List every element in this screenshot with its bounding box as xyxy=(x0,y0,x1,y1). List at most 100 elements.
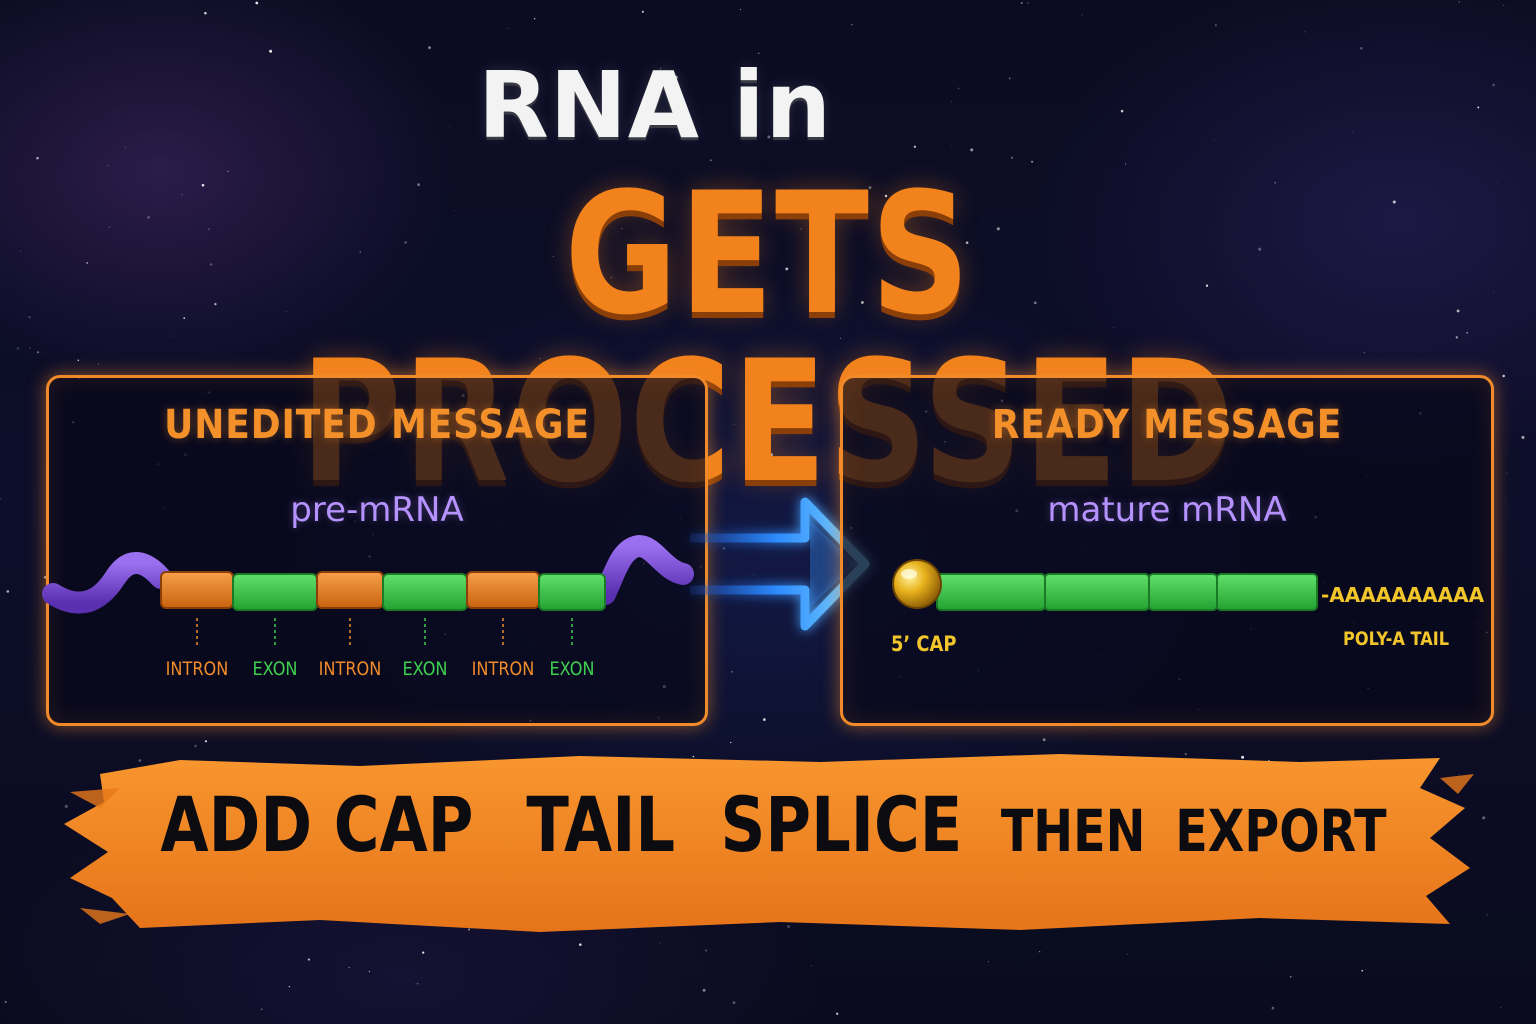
star xyxy=(423,360,425,362)
star xyxy=(595,254,597,257)
star xyxy=(861,301,864,304)
star xyxy=(4,1000,7,1004)
mature-exon-4 xyxy=(1216,573,1318,611)
five-prime-tail-left xyxy=(42,552,172,614)
star xyxy=(1125,163,1127,165)
pre-mrna-exon-segment-4 xyxy=(382,573,468,611)
mature-exon-1 xyxy=(936,573,1046,611)
star xyxy=(64,804,68,808)
star xyxy=(1184,752,1188,756)
star xyxy=(769,453,773,457)
star xyxy=(1392,200,1396,204)
star xyxy=(359,251,362,253)
star xyxy=(987,961,989,963)
star xyxy=(29,347,31,349)
star xyxy=(749,418,752,421)
pre-mrna-intron-label-1: INTRON xyxy=(165,658,229,680)
mature-mrna-panel: READY MESSAGE mature mRNA 5’ CAP xyxy=(840,375,1494,726)
star xyxy=(138,759,142,762)
star xyxy=(1008,77,1011,80)
poly-a-sequence: -AAAAAAAAAA xyxy=(1321,583,1485,607)
star xyxy=(260,1008,263,1011)
star xyxy=(1205,284,1209,287)
pre-mrna-exon-segment-2 xyxy=(232,573,318,611)
star xyxy=(1503,4,1505,6)
star xyxy=(43,576,47,579)
star xyxy=(1126,953,1128,955)
star xyxy=(1081,14,1083,16)
star xyxy=(16,347,20,350)
star xyxy=(610,290,611,291)
star xyxy=(125,146,126,148)
star xyxy=(422,951,425,954)
star xyxy=(417,183,420,187)
star xyxy=(719,450,722,453)
star xyxy=(733,424,735,425)
star xyxy=(1361,969,1363,972)
pre-mrna-intron-segment-5 xyxy=(466,571,540,609)
star xyxy=(36,351,40,354)
star xyxy=(722,547,726,550)
star xyxy=(147,216,150,219)
star xyxy=(1120,109,1124,113)
star xyxy=(913,145,917,148)
star xyxy=(269,49,273,53)
banner-text: ADD CAP TAIL SPLICE THEN EXPORT xyxy=(0,780,1536,869)
pre-mrna-exon-label-2: EXON xyxy=(252,658,298,680)
star xyxy=(1289,975,1292,978)
star xyxy=(951,145,952,147)
star xyxy=(1486,914,1488,916)
star xyxy=(453,210,455,211)
star xyxy=(1304,31,1306,33)
star xyxy=(582,91,585,94)
pre-mrna-intron-label-3: INTRON xyxy=(318,658,382,680)
star xyxy=(368,970,371,973)
star xyxy=(1360,47,1363,50)
star xyxy=(610,276,613,279)
star xyxy=(534,18,536,20)
star xyxy=(409,979,411,980)
banner-word-then: THEN xyxy=(1000,797,1146,865)
star xyxy=(468,928,471,931)
star xyxy=(214,302,217,306)
star xyxy=(1031,160,1034,163)
star xyxy=(1458,1,1460,3)
star xyxy=(692,755,695,758)
pre-mrna-exon-segment-6 xyxy=(538,573,606,611)
star xyxy=(1033,301,1037,305)
star xyxy=(839,337,841,339)
banner-word-export: EXPORT xyxy=(1175,797,1388,865)
mature-exon-2 xyxy=(1044,573,1150,611)
five-prime-cap-label: 5’ CAP xyxy=(891,632,957,656)
star xyxy=(704,949,708,952)
star xyxy=(521,106,524,109)
star xyxy=(86,261,89,264)
mature-exon-3 xyxy=(1148,573,1218,611)
star xyxy=(800,228,802,230)
star xyxy=(970,148,974,152)
star xyxy=(204,740,207,743)
star xyxy=(227,170,229,173)
star xyxy=(1213,139,1215,141)
star xyxy=(307,958,310,961)
star xyxy=(621,227,623,230)
star xyxy=(1502,374,1505,378)
star xyxy=(342,358,344,360)
mature-mrna-subtitle: mature mRNA xyxy=(1047,490,1287,530)
star xyxy=(201,183,205,187)
three-prime-tail-right xyxy=(594,534,694,605)
star xyxy=(730,741,732,744)
star xyxy=(743,105,745,108)
pre-mrna-intron-label-5: INTRON xyxy=(471,658,535,680)
star xyxy=(1482,816,1486,820)
star xyxy=(1455,336,1459,339)
star xyxy=(868,186,872,189)
star xyxy=(507,27,509,29)
star xyxy=(851,23,853,26)
star xyxy=(740,9,742,11)
star xyxy=(36,156,39,160)
star xyxy=(1042,738,1046,742)
banner-word-splice: SPLICE xyxy=(720,780,962,869)
star xyxy=(732,1001,736,1005)
